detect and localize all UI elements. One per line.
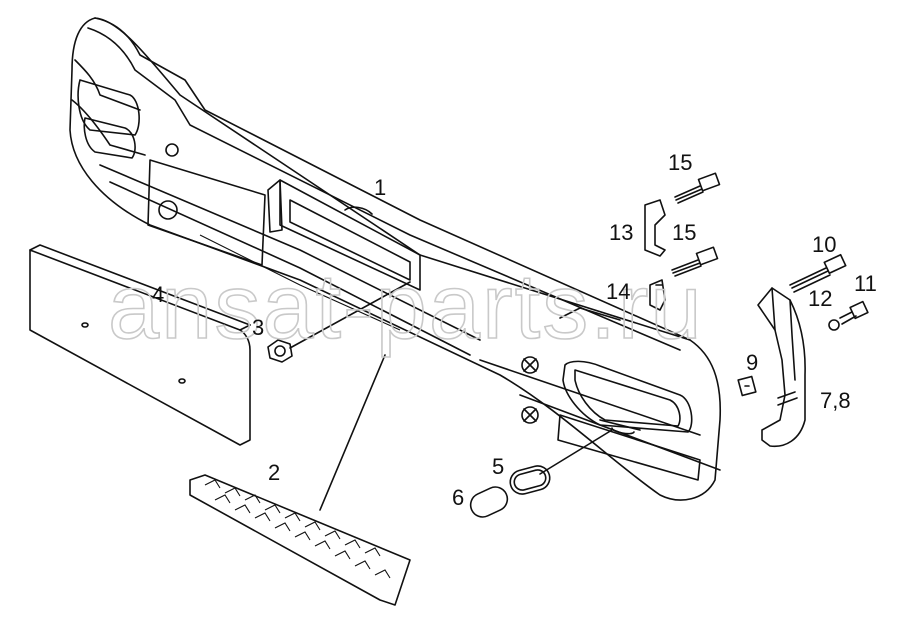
callout-15-top: 15: [668, 150, 692, 175]
callout-4: 4: [152, 282, 164, 307]
part-7-12-endcap: [737, 253, 869, 448]
part-2-pad: [189, 354, 411, 606]
callout-13: 13: [609, 220, 633, 245]
callout-12: 12: [808, 286, 832, 311]
callout-2: 2: [268, 460, 280, 485]
callout-14: 14: [606, 279, 630, 304]
callout-10: 10: [812, 232, 836, 257]
callout-1: 1: [374, 175, 386, 200]
part-3-nut: [267, 281, 411, 363]
part-13-15-bracket: [644, 172, 721, 311]
callout-3: 3: [252, 315, 264, 340]
callout-9: 9: [746, 350, 758, 375]
callout-15-mid: 15: [672, 220, 696, 245]
watermark: ansat-parts.ru: [108, 256, 704, 358]
callout-5: 5: [492, 454, 504, 479]
part-4-plate: [29, 244, 251, 446]
bumper-main: [69, 17, 722, 501]
callout-7-8: 7,8: [820, 388, 851, 413]
callout-11: 11: [854, 271, 877, 296]
callout-6: 6: [452, 485, 464, 510]
part-5-6-lens: [469, 429, 613, 518]
